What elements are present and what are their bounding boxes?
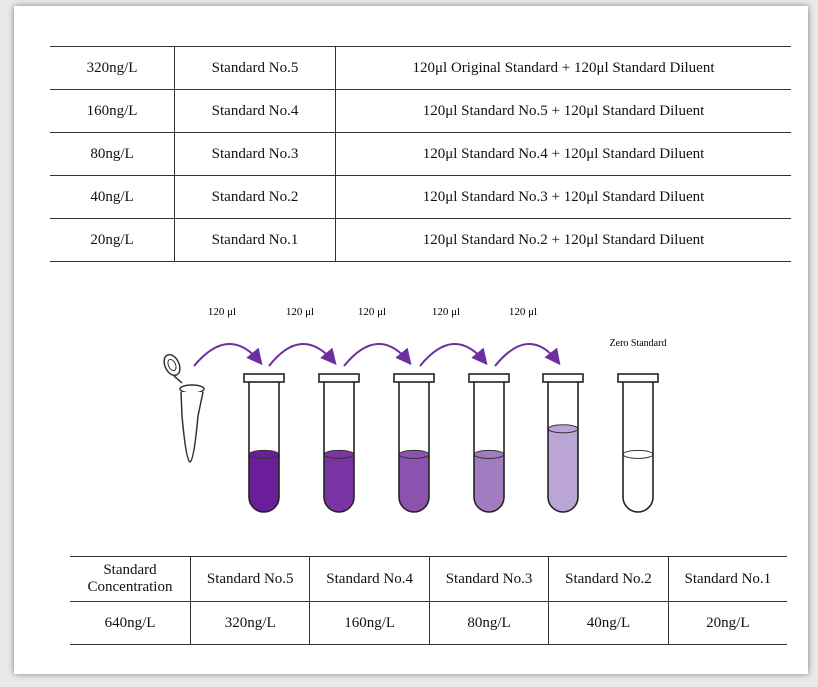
transfer-arrow-4	[419, 343, 488, 367]
tube-outline	[473, 382, 505, 513]
procedure-cell: 120μl Standard No.4 + 120μl Standard Dil…	[335, 132, 791, 176]
tube-rim	[468, 373, 510, 383]
column-header: Standard No.2	[548, 556, 669, 602]
transfer-arrow-3	[343, 343, 412, 367]
serial-dilution-figure: 120 μl 120 μl 120 μl 120 μl 120 μl Zero …	[163, 306, 667, 513]
table-row: 40ng/L Standard No.2 120μl Standard No.3…	[50, 175, 791, 219]
tube-liquid	[474, 454, 504, 512]
concentration-cell: 40ng/L	[548, 601, 669, 645]
column-header: Standard No.4	[309, 556, 430, 602]
tube-outline	[622, 382, 654, 513]
test-tube	[243, 373, 285, 513]
tube-rim	[393, 373, 435, 383]
transfer-arrow-1	[193, 343, 263, 367]
tube-meniscus	[248, 449, 280, 459]
concentration-cell: 80ng/L	[428, 601, 549, 645]
header-label-line1: Standard	[103, 562, 157, 578]
tube-outline	[398, 382, 430, 513]
transfer-arrow-5	[494, 343, 561, 367]
tube-liquid	[399, 454, 429, 512]
table-row: 320ng/L Standard No.5 120μl Original Sta…	[50, 46, 791, 90]
tube-meniscus	[547, 424, 579, 434]
tube-meniscus	[323, 449, 355, 459]
table-row: 640ng/L 320ng/L 160ng/L 80ng/L 40ng/L 20…	[70, 601, 787, 645]
tube-outline	[323, 382, 355, 513]
transfer-label-3: 120 μl	[358, 306, 386, 318]
test-tube-group	[243, 373, 659, 513]
procedure-cell: 120μl Standard No.2 + 120μl Standard Dil…	[335, 218, 791, 262]
table-row: 160ng/L Standard No.4 120μl Standard No.…	[50, 89, 791, 133]
tube-liquid	[324, 454, 354, 512]
tube-rim	[318, 373, 360, 383]
tube-rim	[542, 373, 584, 383]
standard-cell: Standard No.1	[174, 218, 336, 262]
test-tube	[542, 373, 584, 513]
concentration-cell: 320ng/L	[189, 601, 310, 645]
concentration-cell: 320ng/L	[50, 46, 175, 90]
original-concentration-cell: 640ng/L	[70, 601, 191, 645]
tube-outline	[547, 382, 579, 513]
dilution-table: 320ng/L Standard No.5 120μl Original Sta…	[50, 46, 791, 262]
concentration-cell: 20ng/L	[50, 218, 175, 262]
tube-liquid	[249, 454, 279, 512]
transfer-label-4: 120 μl	[432, 306, 460, 318]
concentration-cell: 40ng/L	[50, 175, 175, 219]
transfer-label-1: 120 μl	[208, 306, 236, 318]
transfer-label-2: 120 μl	[286, 306, 314, 318]
test-tube	[393, 373, 435, 513]
procedure-cell: 120μl Original Standard + 120μl Standard…	[335, 46, 791, 90]
concentration-cell: 160ng/L	[309, 601, 430, 645]
standard-cell: Standard No.3	[174, 132, 336, 176]
table-row: 20ng/L Standard No.1 120μl Standard No.2…	[50, 218, 791, 262]
procedure-cell: 120μl Standard No.5 + 120μl Standard Dil…	[335, 89, 791, 133]
standard-cell: Standard No.4	[174, 89, 336, 133]
tube-liquid	[548, 428, 578, 512]
transfer-arrow-2	[268, 343, 337, 367]
tube-rim	[617, 373, 659, 383]
zero-standard-label: Zero Standard	[610, 338, 667, 349]
procedure-cell: 120μl Standard No.3 + 120μl Standard Dil…	[335, 175, 791, 219]
microcentrifuge-tube-icon	[163, 353, 205, 463]
table-header-row: Standard Concentration Standard No.5 Sta…	[70, 556, 787, 602]
column-header: Standard No.1	[667, 556, 787, 602]
document-card: 320ng/L Standard No.5 120μl Original Sta…	[14, 6, 808, 674]
concentration-cell: 80ng/L	[50, 132, 175, 176]
column-header: Standard No.3	[428, 556, 549, 602]
concentration-cell: 20ng/L	[667, 601, 787, 645]
table-row: 80ng/L Standard No.3 120μl Standard No.4…	[50, 132, 791, 176]
standard-cell: Standard No.5	[174, 46, 336, 90]
standard-cell: Standard No.2	[174, 175, 336, 219]
standard-concentration-header: Standard Concentration	[70, 556, 191, 602]
tube-rim	[243, 373, 285, 383]
tube-liquid	[623, 454, 653, 512]
tube-meniscus	[398, 449, 430, 459]
tube-meniscus	[473, 449, 505, 459]
zero-standard-tube	[617, 373, 659, 513]
tube-meniscus	[622, 449, 654, 459]
transfer-label-5: 120 μl	[509, 306, 537, 318]
test-tube	[468, 373, 510, 513]
tube-outline	[248, 382, 280, 513]
concentration-cell: 160ng/L	[50, 89, 175, 133]
header-label-line2: Concentration	[87, 579, 173, 595]
concentration-table: Standard Concentration Standard No.5 Sta…	[70, 556, 787, 645]
test-tube	[318, 373, 360, 513]
column-header: Standard No.5	[189, 556, 310, 602]
